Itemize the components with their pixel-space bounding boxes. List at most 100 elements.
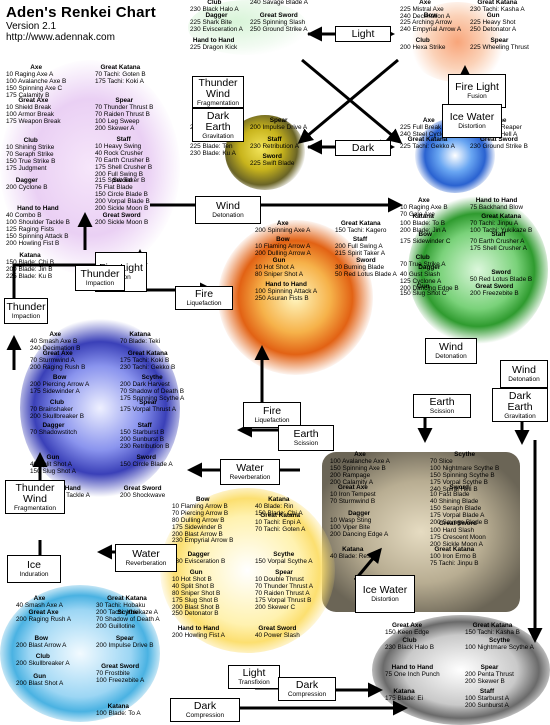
weapon-type-label: Hand to Hand (17, 205, 59, 212)
weapon-skill-entry: 175 Tachi: Koki A (95, 77, 144, 85)
weapon-type-label: Gun (46, 454, 60, 461)
weapon-skill-entry: 175 Vorpal Scythe B (430, 478, 488, 486)
weapon-skill-entry: 100 Shoulder Tackle B (6, 218, 70, 226)
weapon-skill-entry: 50 Red Lotus Blade A (335, 270, 397, 278)
weapon-type-label: Great Sword (475, 283, 514, 290)
weapon-type-label: Bow (52, 374, 67, 381)
weapon-skill-entry: 80 Dulling Arrow B (172, 516, 225, 524)
weapon-skill-entry: 200 Howling Fist B (6, 239, 60, 247)
weapon-type-label: Scythe (454, 451, 476, 458)
weapon-skill-entry: 200 Skullbreaker B (30, 412, 84, 420)
weapon-skill-entry: 40 Power Slash (255, 631, 300, 639)
skillchain-name: Impaction (85, 280, 115, 287)
weapon-type-label: Great Axe (18, 97, 49, 104)
skillchain-name: Detonation (212, 212, 244, 219)
weapon-type-label: Scythe (117, 609, 139, 616)
weapon-skill-entry: 225 Full Break (400, 123, 442, 131)
weapon-type-label: Great Katana (472, 622, 513, 629)
weapon-skill-entry: 200 Cyclone B (6, 183, 48, 191)
weapon-skill-entry: 175 Calamity B (6, 91, 50, 99)
weapon-skill-entry: 225 Blade: Ten (190, 142, 233, 150)
weapon-skill-entry: 30 Tachi: Hobaku (96, 601, 146, 609)
weapon-skill-entry: 225 Mistral Axe (400, 5, 444, 13)
chart-url[interactable]: http://www.adennak.com (6, 32, 115, 43)
element-name: Wind (439, 341, 463, 353)
weapon-type-label: Spear (269, 117, 288, 124)
weapon-skill-entry: 200 Dulling Arrow A (255, 249, 311, 257)
weapon-skill-entry: 70 Seraph Strike (6, 150, 54, 158)
element-name: Light (351, 27, 375, 40)
weapon-type-label: Club (49, 399, 65, 406)
weapon-type-label: Spear (480, 664, 499, 671)
weapon-type-label: Dagger (187, 551, 210, 558)
element-name: Fire (262, 405, 282, 417)
weapon-type-label: Axe (49, 331, 62, 338)
weapon-skill-entry: 150 Spinning Scythe B (430, 471, 495, 479)
weapon-skill-entry: 200 Full Swing A (335, 242, 383, 250)
element-name: Dark (193, 700, 217, 712)
weapon-skill-entry: 150 Blade: Chi B (6, 258, 54, 266)
weapon-skill-entry: 240 Empyrial Arrow A (400, 25, 462, 33)
weapon-skill-entry: 70 Slice (430, 457, 453, 465)
weapon-type-label: Great Katana (477, 0, 518, 6)
weapon-type-label: Great Katana (100, 64, 141, 71)
weapon-skill-entry: 150 Starburst B (120, 428, 165, 436)
weapon-skill-entry: 40 Smash Axe B (30, 337, 78, 345)
weapon-type-label: Spear (139, 399, 157, 406)
induration-blob (0, 585, 160, 722)
weapon-type-label: Club (415, 37, 430, 44)
weapon-skill-entry: 70 Tachi: Goten A (255, 525, 306, 533)
weapon-skill-entry: 70 Piercing Arrow B (172, 509, 229, 517)
weapon-type-label: Axe (30, 64, 43, 71)
weapon-skill-entry: 10 Fast Blade (430, 490, 470, 498)
element-name: Water (132, 548, 160, 560)
weapon-skill-entry: 70 Tachi: Goten B (95, 70, 146, 78)
weapon-skill-entry: 200 Raging Rush B (30, 363, 86, 371)
weapon-skill-entry: 100 Freezebite A (96, 676, 145, 684)
weapon-skill-entry: 200 Impulse Drive B (96, 641, 154, 649)
weapon-type-label: Scythe (141, 374, 163, 381)
element-name: Wind (512, 364, 536, 376)
weapon-skill-entry: 100 Spinning Attack A (255, 287, 318, 295)
skillchain-name: Detonation (508, 376, 540, 383)
weapon-skill-entry: 175 Tachi: Koki B (120, 356, 170, 364)
weapon-skill-entry: 250 Asuran Fists B (255, 294, 309, 302)
element-name: Water (236, 462, 264, 474)
weapon-type-label: Hand to Hand (391, 664, 434, 671)
weapon-skill-entry: 240 Decimation A (400, 12, 451, 20)
weapon-skill-entry: 225 Wheeling Thrust (470, 43, 529, 51)
weapon-type-label: Great Axe (28, 609, 59, 616)
weapon-skill-entry: 125 Cyclone A (400, 277, 442, 285)
weapon-skill-entry: 225 Blade: Ku B (6, 272, 53, 280)
skillchain-name: Fragmentation (14, 504, 56, 512)
weapon-skill-entry: 80 Sniper Shot B (172, 589, 221, 597)
weapon-type-label: Hand to Hand (192, 37, 235, 44)
